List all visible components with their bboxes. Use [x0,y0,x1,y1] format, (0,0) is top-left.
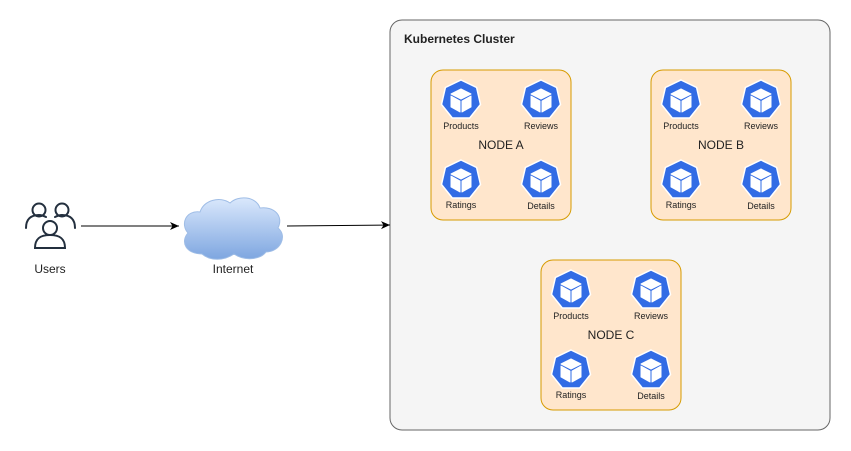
pod-ratings[interactable]: Ratings [550,349,592,400]
pod-label: Products [553,311,589,321]
cloud-icon [184,197,283,260]
pod-reviews[interactable]: Reviews [630,269,672,321]
pod-reviews[interactable]: Reviews [740,79,782,131]
pod-label: Products [663,121,699,131]
kubernetes-pod-icon [550,269,592,309]
kubernetes-pod-icon [550,349,592,389]
pod-products[interactable]: Products [440,79,482,131]
kubernetes-pod-icon [440,79,482,119]
pod-label: Reviews [634,311,669,321]
pod-reviews[interactable]: Reviews [520,79,562,131]
pod-products[interactable]: Products [550,269,592,321]
kubernetes-pod-icon [660,159,702,199]
pod-products[interactable]: Products [660,79,702,131]
internet-label: Internet [213,262,254,276]
pod-label: Reviews [524,121,559,131]
users-label: Users [34,262,65,276]
pod-ratings[interactable]: Ratings [440,159,482,210]
users-node[interactable]: Users [25,202,76,277]
node-title: NODE B [698,138,744,152]
users-icon [25,202,76,249]
kubernetes-pod-icon [440,159,482,199]
kubernetes-pod-icon [740,159,782,199]
arrow-internet-to-cluster [286,221,391,230]
pod-label: Ratings [446,200,477,210]
kubernetes-pod-icon [520,79,562,119]
pod-label: Reviews [744,121,779,131]
kubernetes-pod-icon [630,349,672,389]
pod-label: Details [637,391,665,401]
pod-label: Products [443,121,479,131]
pod-ratings[interactable]: Ratings [660,159,702,210]
cluster-title: Kubernetes Cluster [404,32,515,46]
pod-label: Details [747,201,775,211]
kubernetes-pod-icon [630,269,672,309]
pod-label: Ratings [666,200,697,210]
pod-details[interactable]: Details [520,159,562,211]
node-title: NODE A [478,138,523,152]
pod-label: Details [527,201,555,211]
internet-node[interactable]: Internet [184,197,283,276]
pod-details[interactable]: Details [740,159,782,211]
kubernetes-pod-icon [740,79,782,119]
pod-details[interactable]: Details [630,349,672,401]
pod-label: Ratings [556,390,587,400]
kubernetes-pod-icon [520,159,562,199]
node-title: NODE C [588,328,635,342]
kubernetes-pod-icon [660,79,702,119]
